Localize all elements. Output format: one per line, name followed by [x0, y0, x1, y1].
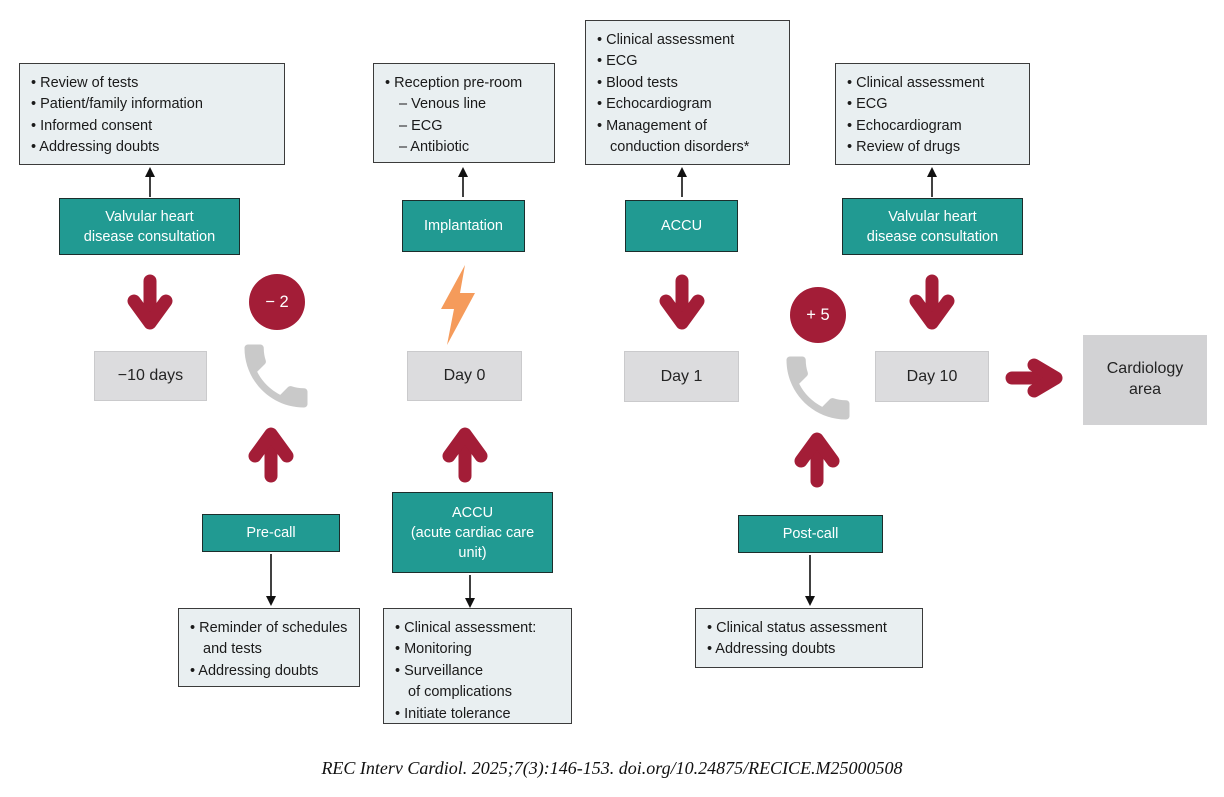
checklist-box-accu-unit: • Clinical assessment: • Monitoring • Su…	[383, 608, 572, 724]
list-item: • Echocardiogram	[597, 96, 712, 113]
list-item: • ECG	[597, 53, 638, 70]
stage-label: Implantation	[424, 218, 503, 234]
list-item: • Addressing doubts	[31, 139, 160, 156]
lightning-bolt-icon	[441, 265, 475, 345]
area-label: area	[1128, 381, 1162, 398]
list-item: • Clinical assessment:	[395, 620, 537, 636]
down-arrow-icon	[127, 274, 173, 330]
day-box-minus10: −10 days	[94, 351, 207, 401]
list-item: • Addressing doubts	[190, 662, 319, 679]
list-item: – ECG	[399, 117, 443, 134]
pre-call-box: Pre-call	[202, 514, 340, 552]
down-arrow-icon	[659, 274, 705, 330]
call-day-badge-minus2: − 2	[249, 274, 305, 330]
up-arrow-icon	[442, 427, 488, 483]
post-call-box: Post-call	[738, 515, 883, 553]
list-item: • ECG	[847, 96, 888, 113]
thin-down-arrow-icon	[465, 575, 475, 608]
list-item: • Monitoring	[395, 641, 472, 658]
cardiology-area-box: Cardiology area	[1083, 335, 1207, 425]
up-arrow-icon	[794, 432, 840, 488]
badge-label: − 2	[265, 292, 289, 311]
day-label: Day 0	[443, 367, 486, 384]
list-item: • Clinical assessment	[847, 75, 985, 91]
thin-up-arrow-icon	[677, 167, 687, 197]
list-item: • Clinical status assessment	[707, 620, 887, 636]
list-item: – Venous line	[399, 96, 487, 113]
call-day-badge-plus5: + 5	[790, 287, 846, 343]
list-item: • Addressing doubts	[707, 641, 836, 658]
list-item: • Review of tests	[31, 75, 139, 91]
checklist-box-post-call: • Clinical status assessment • Addressin…	[695, 608, 923, 668]
call-label: Post-call	[782, 526, 839, 542]
right-arrow-icon	[1005, 358, 1063, 398]
checklist-box-consultation-pre: • Review of tests • Patient/family infor…	[19, 63, 285, 165]
thin-up-arrow-icon	[145, 167, 155, 197]
list-item: • Management of conduction disorders*	[597, 117, 750, 156]
phone-handset-icon	[786, 356, 850, 420]
list-item: • Review of drugs	[847, 139, 961, 156]
list-item: • Blood tests	[597, 74, 678, 91]
list-item: – Antibiotic	[399, 139, 470, 156]
area-label: Cardiology	[1106, 360, 1184, 378]
list-item: • Surveillance	[395, 662, 484, 679]
call-label: Pre-call	[246, 525, 296, 541]
day-box-10: Day 10	[875, 351, 989, 402]
list-item: • Reminder of schedules and tests	[190, 620, 348, 658]
thin-down-arrow-icon	[266, 554, 276, 606]
list-item: of complications	[408, 684, 512, 701]
stage-box-implantation: Implantation	[402, 200, 525, 252]
day-label: Day 1	[660, 367, 703, 385]
badge-label: + 5	[806, 305, 830, 324]
phone-handset-icon	[244, 344, 308, 408]
up-arrow-icon	[248, 427, 294, 483]
citation-text: REC Interv Cardiol. 2025;7(3):146-153. d…	[321, 758, 903, 778]
day-label: −10 days	[117, 367, 184, 384]
accu-unit-box: ACCU (acute cardiac care unit)	[392, 492, 553, 573]
call-label: ACCU	[451, 504, 494, 521]
stage-label: disease consultation	[83, 228, 216, 245]
list-item: • Informed consent	[31, 117, 153, 134]
list-item: • Initiate tolerance	[395, 705, 511, 722]
stage-box-valvular-consultation-2: Valvular heart disease consultation	[842, 198, 1023, 255]
stage-label: disease consultation	[866, 228, 999, 245]
stage-box-valvular-consultation-1: Valvular heart disease consultation	[59, 198, 240, 255]
thin-down-arrow-icon	[805, 555, 815, 606]
thin-up-arrow-icon	[458, 167, 468, 197]
stage-label: ACCU	[660, 218, 703, 234]
thin-up-arrow-icon	[927, 167, 937, 197]
day-box-0: Day 0	[407, 351, 522, 401]
checklist-box-accu-day1: • Clinical assessment • ECG • Blood test…	[585, 20, 790, 165]
day-label: Day 10	[906, 367, 958, 385]
call-label: (acute cardiac care unit)	[410, 524, 535, 561]
day-box-1: Day 1	[624, 351, 739, 402]
list-item: • Reception pre-room	[385, 75, 523, 91]
stage-box-accu: ACCU	[625, 200, 738, 252]
list-item: • Echocardiogram	[847, 117, 962, 134]
checklist-box-consultation-post: • Clinical assessment • ECG • Echocardio…	[835, 63, 1030, 165]
stage-label: Valvular heart	[888, 208, 977, 225]
checklist-box-implantation: • Reception pre-room – Venous line – ECG…	[373, 63, 555, 163]
list-item: • Patient/family information	[31, 96, 203, 113]
checklist-box-pre-call: • Reminder of schedules and tests • Addr…	[178, 608, 360, 687]
stage-label: Valvular heart	[105, 208, 194, 225]
list-item: • Clinical assessment	[597, 32, 735, 48]
down-arrow-icon	[909, 274, 955, 330]
